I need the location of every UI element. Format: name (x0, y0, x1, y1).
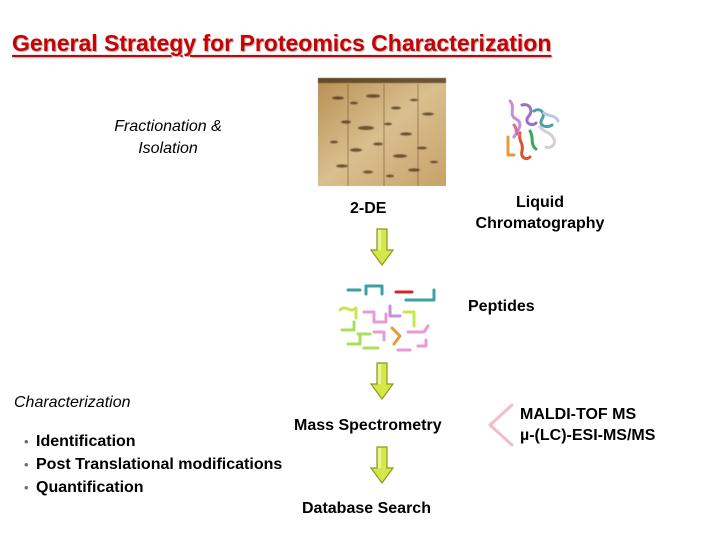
bullet-icon: • (24, 457, 29, 472)
list-item-text: Post Translational modifications (36, 456, 283, 473)
database-search-label: Database Search (302, 500, 431, 517)
list-item-text: Quantification (36, 479, 144, 496)
fractionation-label: Fractionation & Isolation (88, 116, 248, 160)
angle-bracket-icon (488, 403, 514, 447)
bullet-icon: • (24, 434, 29, 449)
peptides-label: Peptides (468, 298, 535, 315)
down-arrow-icon (369, 362, 395, 401)
bullet-icon: • (24, 480, 29, 495)
down-arrow-icon (369, 446, 395, 485)
maldi-tof-label: MALDI-TOF MS (520, 406, 637, 423)
list-item: • Post Translational modifications (24, 453, 282, 476)
mass-spectrometry-label: Mass Spectrometry (294, 417, 442, 434)
esi-ms-label: µ-(LC)-ESI-MS/MS (520, 427, 656, 444)
liquid-chromatography-label: Liquid Chromatography (455, 192, 625, 234)
list-item: • Quantification (24, 476, 282, 499)
lc-label-line2: Chromatography (475, 215, 605, 232)
protein-structure-icon (506, 99, 560, 161)
characterization-label: Characterization (14, 394, 131, 411)
list-item: • Identification (24, 430, 282, 453)
ms-methods: MALDI-TOF MS µ-(LC)-ESI-MS/MS (520, 404, 655, 446)
peptide-fragments-icon (338, 284, 436, 352)
fractionation-label-line1: Fractionation & (114, 118, 222, 135)
page-title: General Strategy for Proteomics Characte… (12, 30, 552, 56)
characterization-list: • Identification • Post Translational modi… (24, 430, 282, 499)
2de-label: 2-DE (350, 200, 387, 217)
2de-gel-image (318, 78, 446, 186)
fractionation-label-line2: Isolation (138, 140, 198, 157)
down-arrow-icon (369, 228, 395, 267)
lc-label-line1: Liquid (516, 194, 564, 211)
list-item-text: Identification (36, 433, 136, 450)
